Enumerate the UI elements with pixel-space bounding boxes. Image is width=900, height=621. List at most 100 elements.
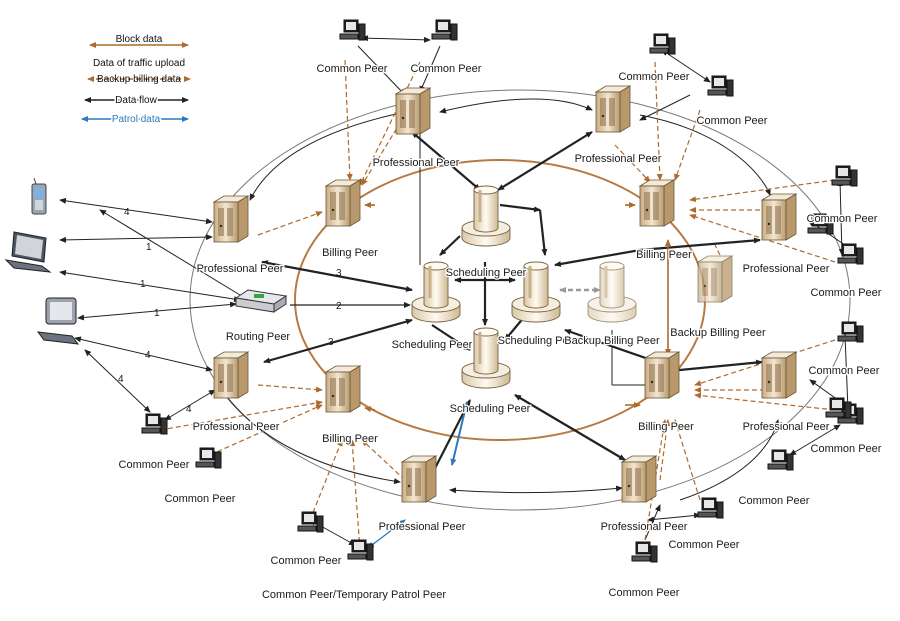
links <box>59 35 851 551</box>
billing-peer-node <box>638 179 676 227</box>
common-peer-node <box>631 541 658 563</box>
routing-peer-label: Routing Peer <box>226 331 291 343</box>
common-peer-label: Common Peer <box>807 213 878 225</box>
legend-label: Block data <box>116 34 163 45</box>
common-peer-label: Common Peer <box>119 459 190 471</box>
legend-item-block-data: Block data <box>89 34 189 48</box>
professional-peer-node <box>760 193 798 241</box>
link-number: 4 <box>186 404 192 415</box>
billing-peer-node <box>324 179 362 227</box>
professional-peer-node <box>394 87 432 135</box>
common-peer-label: Common Peer <box>619 71 690 83</box>
scheduling-peer-label: Scheduling Peer <box>498 335 579 347</box>
mobile-phone-icon <box>31 177 47 215</box>
common-peer-node <box>707 75 734 97</box>
common-peer-node <box>837 243 864 265</box>
billing-peer-label: Billing Peer <box>636 249 692 261</box>
common-peer-node <box>837 321 864 343</box>
link-number: 1 <box>140 279 146 290</box>
backup-billing-peer-cylinder <box>587 261 637 323</box>
common-peer-node <box>431 19 458 41</box>
desktop-computer-icon <box>36 297 80 345</box>
common-peer-node <box>339 19 366 41</box>
common-peer-node <box>297 511 324 533</box>
professional-peer-label: Professional Peer <box>743 263 830 275</box>
legend-item-data-flow: Data flow <box>84 94 189 108</box>
common-peer-node <box>697 497 724 519</box>
billing-peer-label: Billing Peer <box>638 421 694 433</box>
legend-label: Data flow <box>115 95 157 106</box>
common-peer-node <box>831 165 858 187</box>
legend: Block data Data of traffic upload Backup… <box>81 34 191 127</box>
billing-peer-node <box>643 351 681 399</box>
legend-item-traffic-upload: Data of traffic upload <box>93 58 185 69</box>
laptop-icon <box>4 231 52 273</box>
backup-billing-peer-server <box>696 255 734 303</box>
scheduling-peer-node <box>411 261 461 323</box>
professional-peer-label: Professional Peer <box>193 421 280 433</box>
link-number: 3 <box>336 268 342 279</box>
professional-peer-label: Professional Peer <box>379 521 466 533</box>
legend-label: Patrol data <box>112 114 161 125</box>
common-peer-node <box>807 213 834 235</box>
common-peer-label: Common Peer <box>739 495 810 507</box>
common-peer-node <box>347 539 374 561</box>
professional-peer-node <box>212 351 250 399</box>
common-peer-label: Common Peer <box>811 287 882 299</box>
link-number: 4 <box>124 207 130 218</box>
professional-peer-node <box>620 455 658 503</box>
link-number: 2 <box>336 301 342 312</box>
backup-billing-peer-label: Backup Billing Peer <box>670 327 766 339</box>
link-number: 4 <box>118 374 124 385</box>
common-peer-label: Common Peer <box>317 63 388 75</box>
legend-item-patrol-data: Patrol data <box>81 113 189 127</box>
scheduling-peer-label: Scheduling Peer <box>450 403 531 415</box>
legend-label: Backup billing data <box>97 74 181 85</box>
common-peer-label: Common Peer <box>271 555 342 567</box>
legend-item-backup-billing: Backup billing data <box>87 74 191 85</box>
billing-peer-node <box>324 365 362 413</box>
professional-peer-label: Professional Peer <box>575 153 662 165</box>
common-peer-node <box>141 413 168 435</box>
common-peer-node <box>767 449 794 471</box>
scheduling-peer-node <box>511 261 561 323</box>
common-peer-label: Common Peer <box>697 115 768 127</box>
professional-peer-label: Professional Peer <box>601 521 688 533</box>
link-number: 3 <box>328 337 334 348</box>
nodes <box>141 19 864 563</box>
common-peer-node <box>195 447 222 469</box>
common-peer-label: Common Peer <box>811 443 882 455</box>
common-patrol-peer-label: Common Peer/Temporary Patrol Peer <box>262 589 446 601</box>
common-peer-label: Common Peer <box>411 63 482 75</box>
scheduling-peer-node <box>461 327 511 389</box>
scheduling-peer-label: Scheduling Peer <box>446 267 527 279</box>
professional-peer-label: Professional Peer <box>373 157 460 169</box>
common-peer-label: Common Peer <box>609 587 680 599</box>
backup-billing-peer-label: Backup Billing Peer <box>564 335 660 347</box>
link-number: 1 <box>146 242 152 253</box>
end-user-devices <box>4 177 80 345</box>
link-numbers: 4 1 1 1 4 4 4 3 2 3 <box>118 207 342 415</box>
link-number: 1 <box>154 308 160 319</box>
legend-label: Data of traffic upload <box>93 58 185 69</box>
billing-peer-label: Billing Peer <box>322 433 378 445</box>
common-peer-node <box>649 33 676 55</box>
link-number: 4 <box>145 350 151 361</box>
professional-peer-node <box>760 351 798 399</box>
common-peer-label: Common Peer <box>669 539 740 551</box>
scheduling-peer-node <box>461 185 511 247</box>
professional-peer-node <box>594 85 632 133</box>
scheduling-peer-label: Scheduling Peer <box>392 339 473 351</box>
common-peer-label: Common Peer <box>809 365 880 377</box>
billing-peer-label: Billing Peer <box>322 247 378 259</box>
common-peer-label: Common Peer <box>165 493 236 505</box>
professional-peer-label: Professional Peer <box>197 263 284 275</box>
routing-peer-node <box>234 289 288 313</box>
common-peer-node <box>825 397 852 419</box>
professional-peer-node <box>212 195 250 243</box>
professional-peer-node <box>400 455 438 503</box>
professional-peer-label: Professional Peer <box>743 421 830 433</box>
